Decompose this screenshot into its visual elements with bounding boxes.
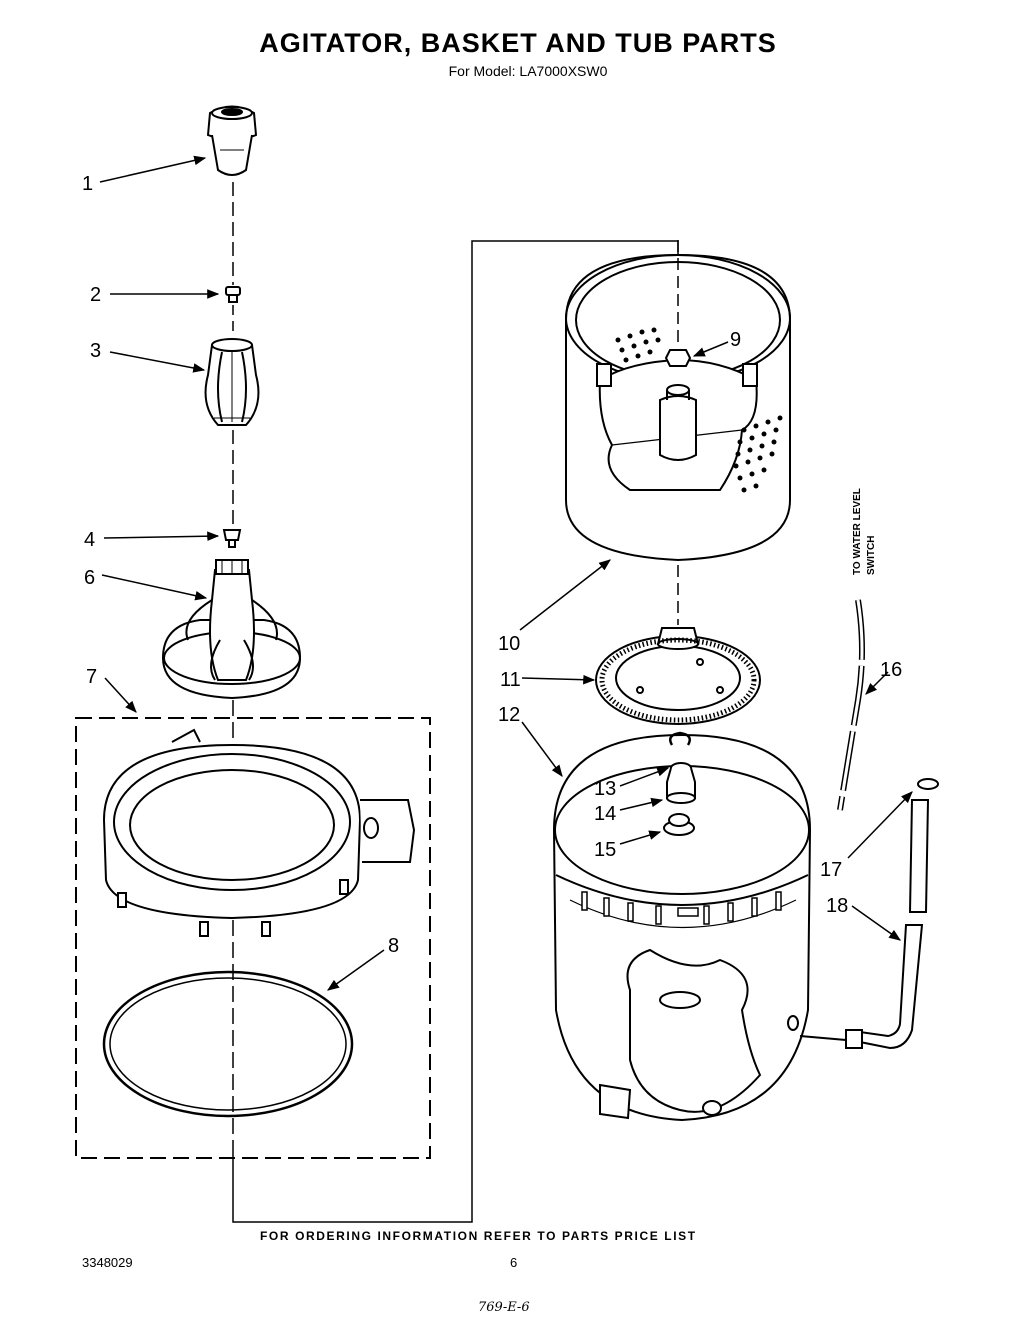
leader-6	[101, 574, 208, 601]
callout-10: 10	[498, 633, 520, 655]
callout-7: 7	[86, 666, 97, 688]
part-3-agitator-cam	[204, 338, 260, 426]
leader-18	[851, 905, 901, 941]
callout-15: 15	[594, 839, 616, 861]
water-level-label-line2: SWITCH	[866, 536, 877, 575]
part-16-pressure-hose	[837, 599, 865, 811]
part-17-hose-clamp	[917, 778, 939, 790]
callout-2: 2	[90, 284, 101, 306]
page-number: 6	[510, 1255, 518, 1270]
part-6-agitator-base	[161, 559, 302, 700]
tub-vent-slots	[581, 891, 782, 925]
leader-14	[619, 797, 664, 811]
callout-4: 4	[84, 529, 95, 551]
handwritten-note: 769-E-6	[478, 1300, 530, 1315]
leader-3	[109, 351, 206, 373]
part-7-tub-ring	[102, 728, 416, 937]
leader-1	[99, 155, 207, 183]
leader-10	[519, 559, 611, 631]
part-1-agitator-cap	[206, 105, 258, 176]
part-7-kit-outline	[75, 717, 431, 1159]
part-18-drain-hose	[799, 799, 930, 1050]
leader-15	[619, 830, 662, 845]
callout-13: 13	[594, 778, 616, 800]
callout-17: 17	[820, 859, 842, 881]
part-11-teeth	[599, 637, 757, 723]
callout-8: 8	[388, 935, 399, 957]
ordering-note: FOR ORDERING INFORMATION REFER TO PARTS …	[260, 1229, 697, 1243]
leader-17	[847, 791, 913, 859]
leader-8	[327, 949, 385, 991]
callout-16: 16	[880, 659, 902, 681]
part-11-basket-drive	[595, 627, 761, 725]
part-4-screw	[222, 529, 242, 548]
callout-14: 14	[594, 803, 616, 825]
leader-9	[692, 341, 729, 357]
part-12-outer-tub	[552, 733, 812, 1122]
callout-1: 1	[82, 173, 93, 195]
callout-3: 3	[90, 340, 101, 362]
document-number: 3348029	[82, 1255, 133, 1270]
leader-7	[104, 677, 137, 713]
part-8-seal-ring	[102, 970, 354, 1118]
part-13-retaining-ring	[669, 731, 691, 746]
callout-12: 12	[498, 704, 520, 726]
callout-18: 18	[826, 895, 848, 917]
leader-4	[103, 531, 220, 541]
part-14-bearing	[666, 762, 696, 804]
part-9-nut	[664, 349, 692, 367]
callout-11: 11	[500, 669, 521, 691]
leader-13	[619, 767, 670, 787]
leader-16	[865, 671, 889, 695]
leader-11	[521, 674, 596, 685]
water-level-label-line1: TO WATER LEVEL	[852, 488, 863, 575]
part-10-wash-basket	[565, 253, 791, 562]
leader-12	[521, 721, 563, 777]
basket-perforations	[615, 327, 783, 493]
part-15-seal	[663, 813, 695, 836]
part-2-bolt	[225, 286, 241, 303]
callout-9: 9	[730, 329, 741, 351]
model-subtitle: For Model: LA7000XSW0	[448, 63, 608, 79]
callout-6: 6	[84, 567, 95, 589]
page-title: AGITATOR, BASKET AND TUB PARTS	[259, 28, 777, 58]
